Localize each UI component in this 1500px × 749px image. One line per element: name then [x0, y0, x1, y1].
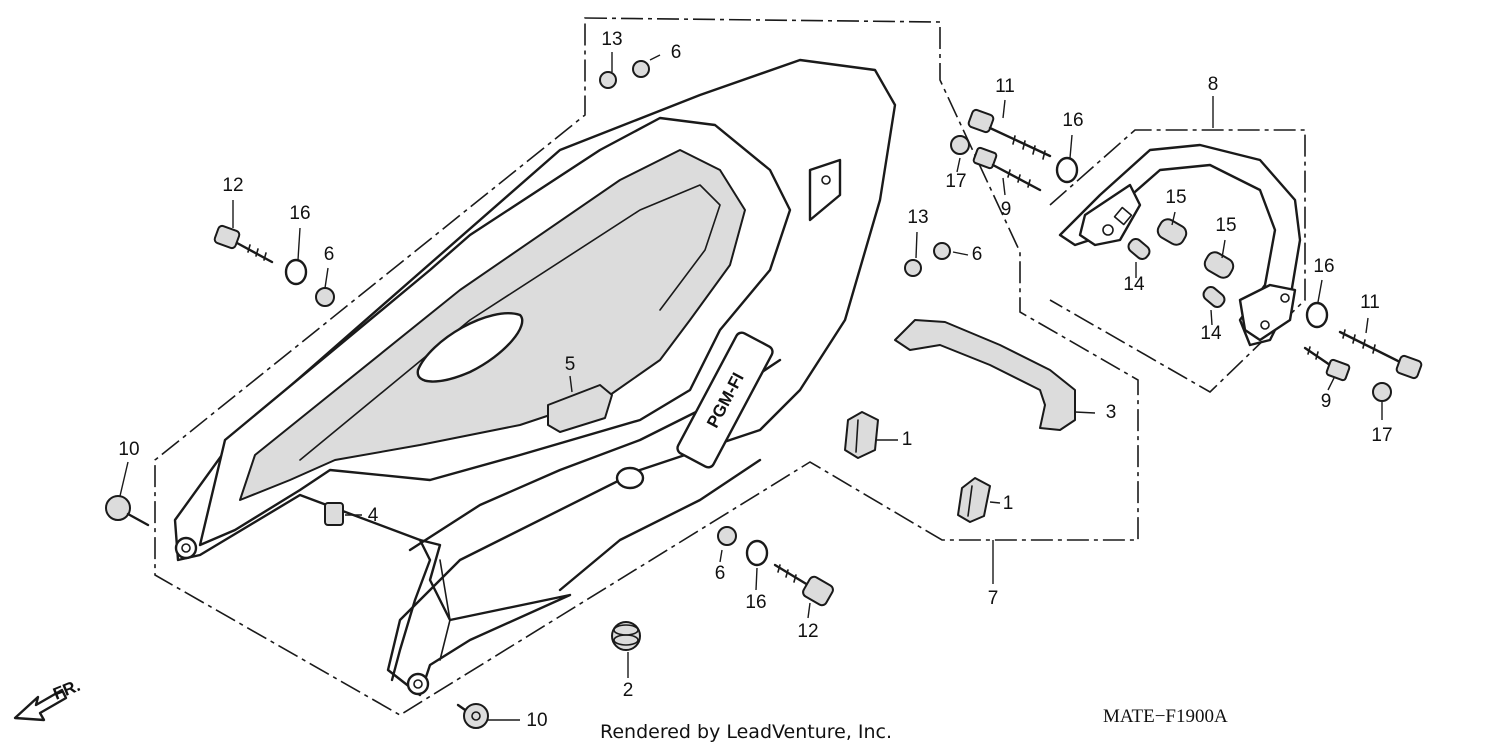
callout-8[interactable]: 8: [1208, 74, 1219, 95]
bolt-9b: [1303, 346, 1351, 382]
nut-17a: [950, 135, 970, 155]
callout-14[interactable]: 14: [1200, 323, 1222, 344]
callout-16[interactable]: 16: [1313, 256, 1334, 277]
callout-15[interactable]: 15: [1165, 187, 1186, 208]
callout-12[interactable]: 12: [222, 175, 243, 196]
grommet: [611, 621, 641, 651]
bolt-11b: [1338, 329, 1423, 380]
callout-4[interactable]: 4: [368, 505, 379, 526]
nut-6c: [933, 242, 951, 260]
collar-14b: [1202, 286, 1226, 308]
callout-2[interactable]: 2: [623, 680, 634, 701]
bolt-12a: [213, 224, 274, 264]
callout-11[interactable]: 11: [1360, 292, 1380, 313]
callout-9[interactable]: 9: [1321, 391, 1332, 412]
callout-16[interactable]: 16: [1062, 110, 1083, 131]
washer-16c: [1305, 301, 1329, 329]
cushion-lower: [957, 477, 991, 523]
assembly-boundary: [154, 17, 1139, 716]
render-credit: Rendered by LeadVenture, Inc.: [600, 721, 892, 743]
cushion-five: [547, 384, 613, 433]
callout-1[interactable]: 1: [1003, 493, 1014, 514]
cushion-upper: [844, 411, 879, 459]
callout-6[interactable]: 6: [715, 563, 726, 584]
callout-6[interactable]: 6: [671, 42, 682, 63]
front-direction-arrow: FR.: [13, 676, 83, 722]
collar-15b: [1203, 251, 1235, 279]
callout-9[interactable]: 9: [1001, 199, 1012, 220]
nut-6b: [315, 287, 335, 307]
callout-5[interactable]: 5: [565, 354, 576, 375]
washer-16d: [745, 539, 769, 567]
callout-7[interactable]: 7: [988, 588, 999, 609]
callout-11[interactable]: 11: [995, 76, 1015, 97]
grab-rail: [1058, 143, 1302, 347]
bolt-12b: [773, 563, 834, 607]
callout-14[interactable]: 14: [1123, 274, 1145, 295]
grab-rail-group-boundary: [1049, 129, 1306, 393]
callout-15[interactable]: 15: [1215, 215, 1236, 236]
callout-1[interactable]: 1: [902, 429, 913, 450]
washer-16b: [1055, 156, 1079, 184]
collar-15a: [1156, 218, 1188, 246]
leader-lines: [119, 52, 1383, 721]
callout-12[interactable]: 12: [797, 621, 818, 642]
nut-13a: [599, 71, 617, 89]
rubber-strip: [894, 319, 1076, 431]
callout-13[interactable]: 13: [601, 29, 622, 50]
nut-13b: [904, 259, 922, 277]
callout-13[interactable]: 13: [907, 207, 928, 228]
callout-17[interactable]: 17: [1371, 425, 1392, 446]
callouts: 13 6 12 16 6 11 16 17 9 8 15 15 14 14 13…: [118, 29, 1392, 731]
bolt-10a: [105, 495, 150, 527]
rear-seat-cowl: [173, 58, 897, 697]
nut-6a: [632, 60, 650, 78]
bolt-10b: [456, 703, 489, 729]
front-label: FR.: [50, 676, 83, 704]
callout-6[interactable]: 6: [972, 244, 983, 265]
collar-14a: [1127, 238, 1151, 260]
callout-16[interactable]: 16: [289, 203, 310, 224]
callout-3[interactable]: 3: [1106, 402, 1117, 423]
bolt-11a: [967, 108, 1052, 160]
bolt-9a: [972, 146, 1042, 192]
callout-17[interactable]: 17: [945, 171, 966, 192]
callout-6[interactable]: 6: [324, 244, 335, 265]
callout-10[interactable]: 10: [526, 710, 547, 731]
washer-16a: [284, 258, 308, 286]
callout-16[interactable]: 16: [745, 592, 766, 613]
callout-10[interactable]: 10: [118, 439, 139, 460]
diagram-code: MATE−F1900A: [1103, 706, 1228, 727]
nut-6d: [717, 526, 737, 546]
clip-nut: [324, 502, 344, 526]
nut-17b: [1372, 382, 1392, 402]
